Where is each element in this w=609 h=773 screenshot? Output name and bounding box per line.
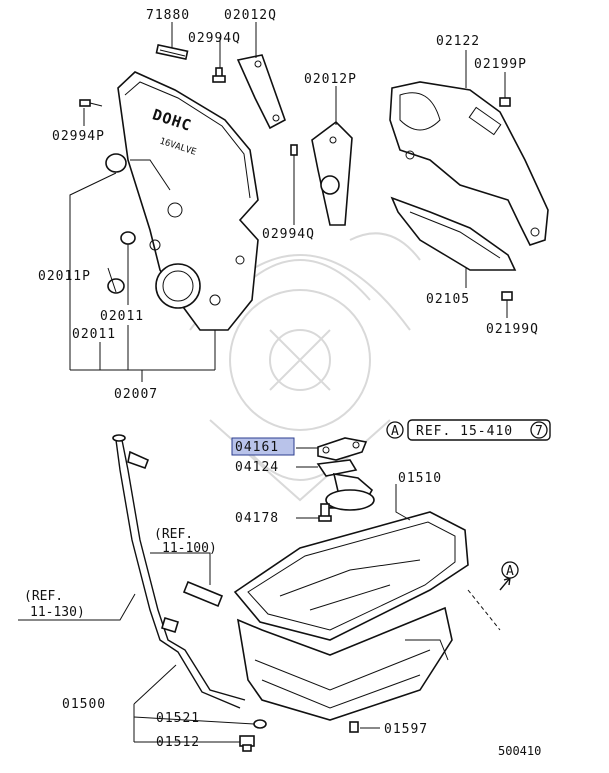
label-04124[interactable]: 04124: [235, 460, 279, 475]
bolt-02199P: [499, 97, 511, 107]
label-02012P[interactable]: 02012P: [304, 72, 357, 87]
ref-15-410-circle-text: 7: [535, 424, 543, 439]
label-02994Q-mid[interactable]: 02994Q: [262, 227, 315, 242]
label-02122[interactable]: 02122: [436, 34, 480, 49]
bolt-01597: [349, 721, 359, 733]
drain-plug-01512: [239, 735, 255, 752]
seal-02011-a: [120, 231, 136, 245]
label-71880[interactable]: 71880: [146, 8, 190, 23]
label-02007[interactable]: 02007: [114, 387, 158, 402]
bracket-02012P: [311, 120, 353, 226]
hose-ref-11-100: [182, 580, 224, 608]
oil-screen-04124: [316, 459, 375, 511]
part-labels: 71880 02012Q 02994Q 02012P 02122 02199P …: [38, 8, 541, 758]
seal-02011-b: [107, 278, 125, 294]
label-04161[interactable]: 04161: [235, 440, 279, 455]
label-02012Q[interactable]: 02012Q: [224, 8, 277, 23]
label-02994Q-top[interactable]: 02994Q: [188, 31, 241, 46]
marker-a-top-text: A: [391, 424, 399, 439]
label-04178[interactable]: 04178: [235, 511, 279, 526]
marker-a-pan: A: [501, 561, 519, 579]
label-02011P[interactable]: 02011P: [38, 269, 91, 284]
ref-11-100-line2: 11-100): [162, 541, 217, 556]
label-01510[interactable]: 01510: [398, 471, 442, 486]
label-01500[interactable]: 01500: [62, 697, 106, 712]
highlight-04161: [231, 437, 295, 456]
ref-11-130-line2: 11-130): [30, 605, 85, 620]
label-02105[interactable]: 02105: [426, 292, 470, 307]
ref-11-130-line1: (REF.: [24, 589, 63, 604]
ref-15-410-box[interactable]: REF. 15-410 7: [407, 419, 551, 441]
label-01512[interactable]: 01512: [156, 735, 200, 750]
timing-cover-upper: DOHC 16VALVE: [117, 71, 259, 331]
ref-15-410-text: REF. 15-410: [416, 424, 513, 439]
label-01597[interactable]: 01597: [384, 722, 428, 737]
diagram-number: 500410: [498, 744, 541, 758]
oil-pan-gasket-01510: [233, 511, 469, 641]
ref-11-100-line1: (REF.: [154, 527, 193, 542]
bracket-02012Q: [236, 54, 286, 130]
rear-cover-02122: [389, 81, 549, 246]
grommet-71880: [155, 44, 189, 60]
label-01521[interactable]: 01521: [156, 711, 200, 726]
bolt-02994P: [79, 99, 103, 107]
label-02199P[interactable]: 02199P: [474, 57, 527, 72]
oil-pan-01500: [236, 606, 453, 721]
gasket-01521: [253, 719, 267, 729]
bolt-02994Q-top: [212, 67, 226, 83]
ref-11-130[interactable]: (REF. 11-130): [24, 589, 85, 620]
gasket-04161: [317, 437, 368, 461]
bolt-02994Q-mid: [290, 144, 298, 156]
dipstick-guide: [112, 434, 246, 709]
marker-a-pan-text: A: [506, 564, 514, 579]
ref-11-100[interactable]: (REF. 11-100): [154, 527, 217, 556]
label-02011-a[interactable]: 02011: [100, 309, 144, 324]
label-02011-b[interactable]: 02011: [72, 327, 116, 342]
leader-lines: [18, 22, 511, 743]
bolt-02199Q: [501, 291, 513, 301]
label-02994P[interactable]: 02994P: [52, 129, 105, 144]
marker-a-top: A: [386, 421, 404, 439]
cover-02105: [390, 196, 517, 271]
bolt-04178: [318, 503, 332, 522]
label-02199Q[interactable]: 02199Q: [486, 322, 539, 337]
seal-02011P: [105, 153, 127, 173]
